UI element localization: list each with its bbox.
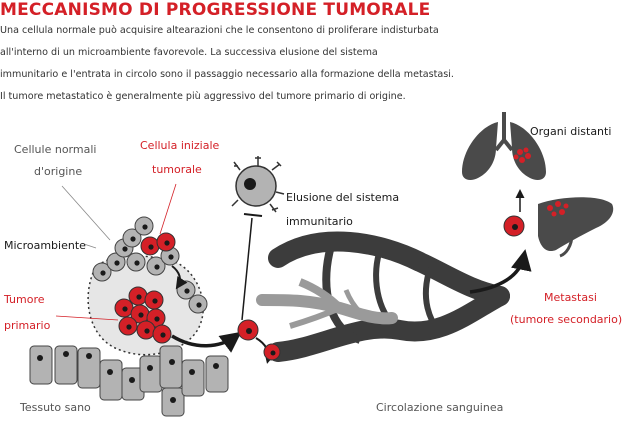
intro-line-1: Una cellula normale può acquisire altear… — [0, 25, 439, 36]
lungs-icon — [462, 112, 546, 180]
escape-arrow — [171, 331, 242, 353]
label-healthy-tissue: Tessuto sano — [20, 401, 91, 414]
healthy-tissue — [29, 345, 229, 417]
label-initial-tumor-cell-1: Cellula iniziale — [140, 139, 220, 152]
label-distant-organs: Organi distanti — [530, 125, 612, 138]
microenvironment-area — [87, 255, 204, 356]
inhibition-line — [241, 217, 253, 321]
label-immune-evasion-1: Elusione del sistema — [286, 191, 400, 204]
normal-cells — [92, 216, 208, 314]
label-primary-tumor-2: primario — [4, 319, 51, 332]
growth-arrow — [171, 265, 188, 290]
page-title: MECCANISMO DI PROGRESSIONE TUMORALE — [0, 0, 431, 20]
label-metastasis-1: Metastasi — [544, 291, 597, 304]
primary-tumor-cluster — [114, 286, 172, 344]
label-blood-circulation: Circolazione sanguinea — [376, 401, 504, 414]
label-initial-tumor-cell-2: tumorale — [152, 163, 202, 176]
metastasis-arrow — [469, 249, 532, 294]
liver-icon — [538, 197, 614, 258]
intro-line-2: all'interno di un microambiente favorevo… — [0, 47, 378, 58]
blood-vessels — [256, 231, 510, 362]
label-microenvironment: Microambiente — [4, 239, 86, 252]
label-immune-evasion-2: immunitario — [286, 215, 353, 228]
intro-line-3: immunitario e l'entrata in circolo sono … — [0, 69, 454, 80]
label-normal-cells-2: d'origine — [34, 165, 83, 178]
immune-cell — [231, 156, 285, 213]
intro-line-4: Il tumore metastatico è generalmente più… — [0, 91, 406, 102]
label-normal-cells-1: Cellule normali — [14, 143, 97, 156]
initial-tumor-cells — [140, 232, 176, 256]
label-primary-tumor-1: Tumore — [4, 293, 45, 306]
label-metastasis-2: (tumore secondario) — [510, 313, 623, 326]
